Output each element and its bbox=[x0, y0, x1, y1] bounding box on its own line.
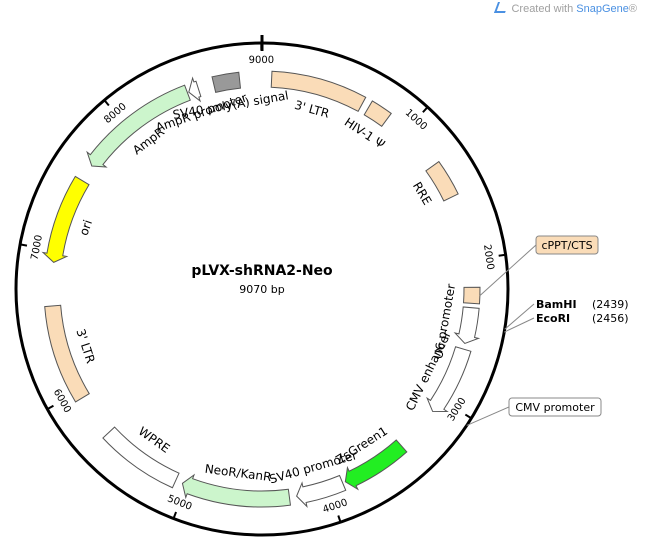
feature-neor[interactable] bbox=[181, 473, 292, 508]
watermark-prefix: Created with bbox=[511, 3, 577, 15]
feature-label-ltr-3: 3' LTR bbox=[73, 327, 97, 365]
feature-label-neor: NeoR/KanR bbox=[204, 462, 272, 484]
site-line-bamhi bbox=[504, 303, 535, 330]
callout-line-cmv-promoter bbox=[466, 406, 510, 426]
tick-8000 bbox=[103, 99, 110, 107]
feature-wpre[interactable] bbox=[102, 426, 180, 489]
feature-label-ltr-5: 3' LTR bbox=[293, 98, 331, 121]
plasmid-size: 9070 bp bbox=[239, 283, 284, 296]
tick-6000 bbox=[46, 404, 54, 411]
watermark-suffix: ® bbox=[628, 3, 637, 15]
feature-rre[interactable] bbox=[425, 160, 459, 202]
snapgene-watermark: Created with SnapGene® bbox=[494, 2, 637, 15]
feature-ltr-5[interactable] bbox=[270, 70, 367, 113]
feature-label-ori: ori bbox=[77, 218, 95, 237]
feature-hiv-psi[interactable] bbox=[363, 100, 392, 128]
site-line-ecori bbox=[503, 317, 535, 333]
feature-cppt[interactable] bbox=[462, 286, 481, 305]
tick-5000 bbox=[172, 511, 177, 519]
feature-label-rre: RRE bbox=[410, 179, 434, 207]
site-name-bamhi[interactable]: BamHI bbox=[536, 298, 577, 311]
feature-sv40-polya[interactable] bbox=[211, 71, 242, 93]
feature-ori[interactable] bbox=[41, 175, 90, 263]
site-name-ecori[interactable]: EcoRI bbox=[536, 312, 570, 325]
feature-zsgreen[interactable] bbox=[344, 439, 408, 491]
watermark-brand: SnapGene bbox=[576, 3, 629, 15]
tick-label-5000: 5000 bbox=[166, 493, 194, 512]
callout-label-cppt: cPPT/CTS bbox=[541, 239, 592, 252]
callout-box-cmv-promoter[interactable] bbox=[508, 397, 602, 417]
tick-label-4000: 4000 bbox=[321, 497, 349, 516]
tick-label-2000: 2000 bbox=[481, 244, 495, 271]
site-pos-ecori: (2456) bbox=[592, 312, 629, 325]
feature-ampr[interactable] bbox=[86, 84, 191, 168]
callout-box-cppt[interactable] bbox=[535, 235, 599, 255]
tick-label-7000: 7000 bbox=[30, 234, 45, 261]
plasmid-name: pLVX-shRNA2-Neo bbox=[191, 263, 333, 279]
tick-label-9000: 9000 bbox=[249, 55, 274, 66]
tick-3000 bbox=[464, 413, 472, 420]
tick-4000 bbox=[337, 515, 342, 523]
callout-label-cmv-promoter: CMV promoter bbox=[515, 401, 595, 414]
callout-line-cppt bbox=[479, 244, 537, 296]
feature-label-sv40-polya: SV40 poly(A) signal bbox=[172, 88, 290, 122]
tick-7000 bbox=[19, 243, 28, 247]
tick-1000 bbox=[422, 106, 429, 113]
feature-sv40-prom[interactable] bbox=[296, 474, 347, 508]
feature-u6[interactable] bbox=[453, 306, 481, 345]
callout-layer: cPPT/CTS CMV promoter BamHI (2439) EcoRI (245… bbox=[466, 235, 629, 426]
feature-layer bbox=[41, 70, 481, 508]
feature-ltr-3[interactable] bbox=[44, 304, 90, 403]
tick-2000 bbox=[498, 253, 506, 257]
site-pos-bamhi: (2439) bbox=[592, 298, 629, 311]
feature-ampr-prom[interactable] bbox=[188, 76, 202, 103]
feature-cmv-enh[interactable] bbox=[426, 346, 472, 412]
